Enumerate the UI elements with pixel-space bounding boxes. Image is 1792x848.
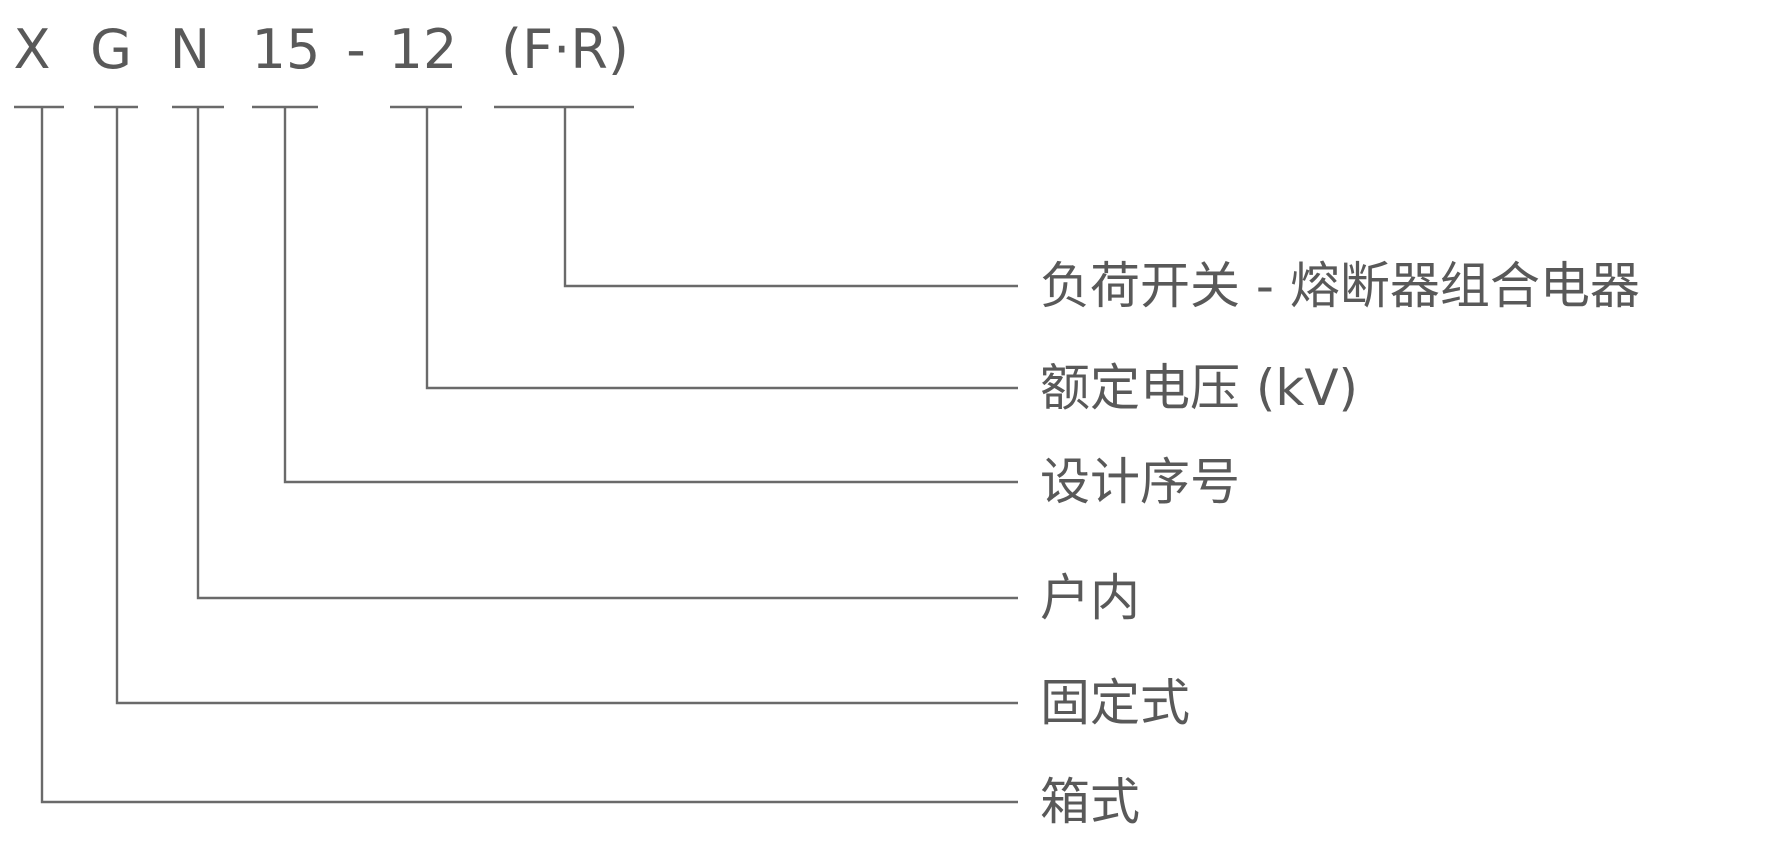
description-rated-voltage: 额定电压 (kV) [1040, 359, 1358, 417]
leader-line-x [40, 107, 1018, 804]
leader-lines [40, 107, 1018, 804]
leader-line-n [196, 107, 1018, 600]
leader-line-fr [563, 107, 1018, 288]
leader-line-design-number [283, 107, 1018, 484]
leader-line-g [115, 107, 1018, 705]
description-fixed-type: 固定式 [1040, 674, 1190, 732]
code-segment-voltage: 12 [389, 18, 458, 81]
description-box-type: 箱式 [1040, 773, 1140, 831]
code-segment-g: G [90, 18, 132, 81]
description-indoor: 户内 [1040, 569, 1140, 627]
code-segment-x: X [14, 18, 51, 81]
description-load-switch-fuse-combination: 负荷开关 - 熔断器组合电器 [1040, 257, 1640, 315]
code-segment-n: N [170, 18, 210, 81]
leader-line-voltage [425, 107, 1018, 390]
code-segment-fr: (F·R) [501, 18, 629, 81]
code-segment-design-number: 15 [252, 18, 321, 81]
code-segment-dash: - [346, 18, 366, 81]
description-design-number: 设计序号 [1040, 453, 1240, 511]
